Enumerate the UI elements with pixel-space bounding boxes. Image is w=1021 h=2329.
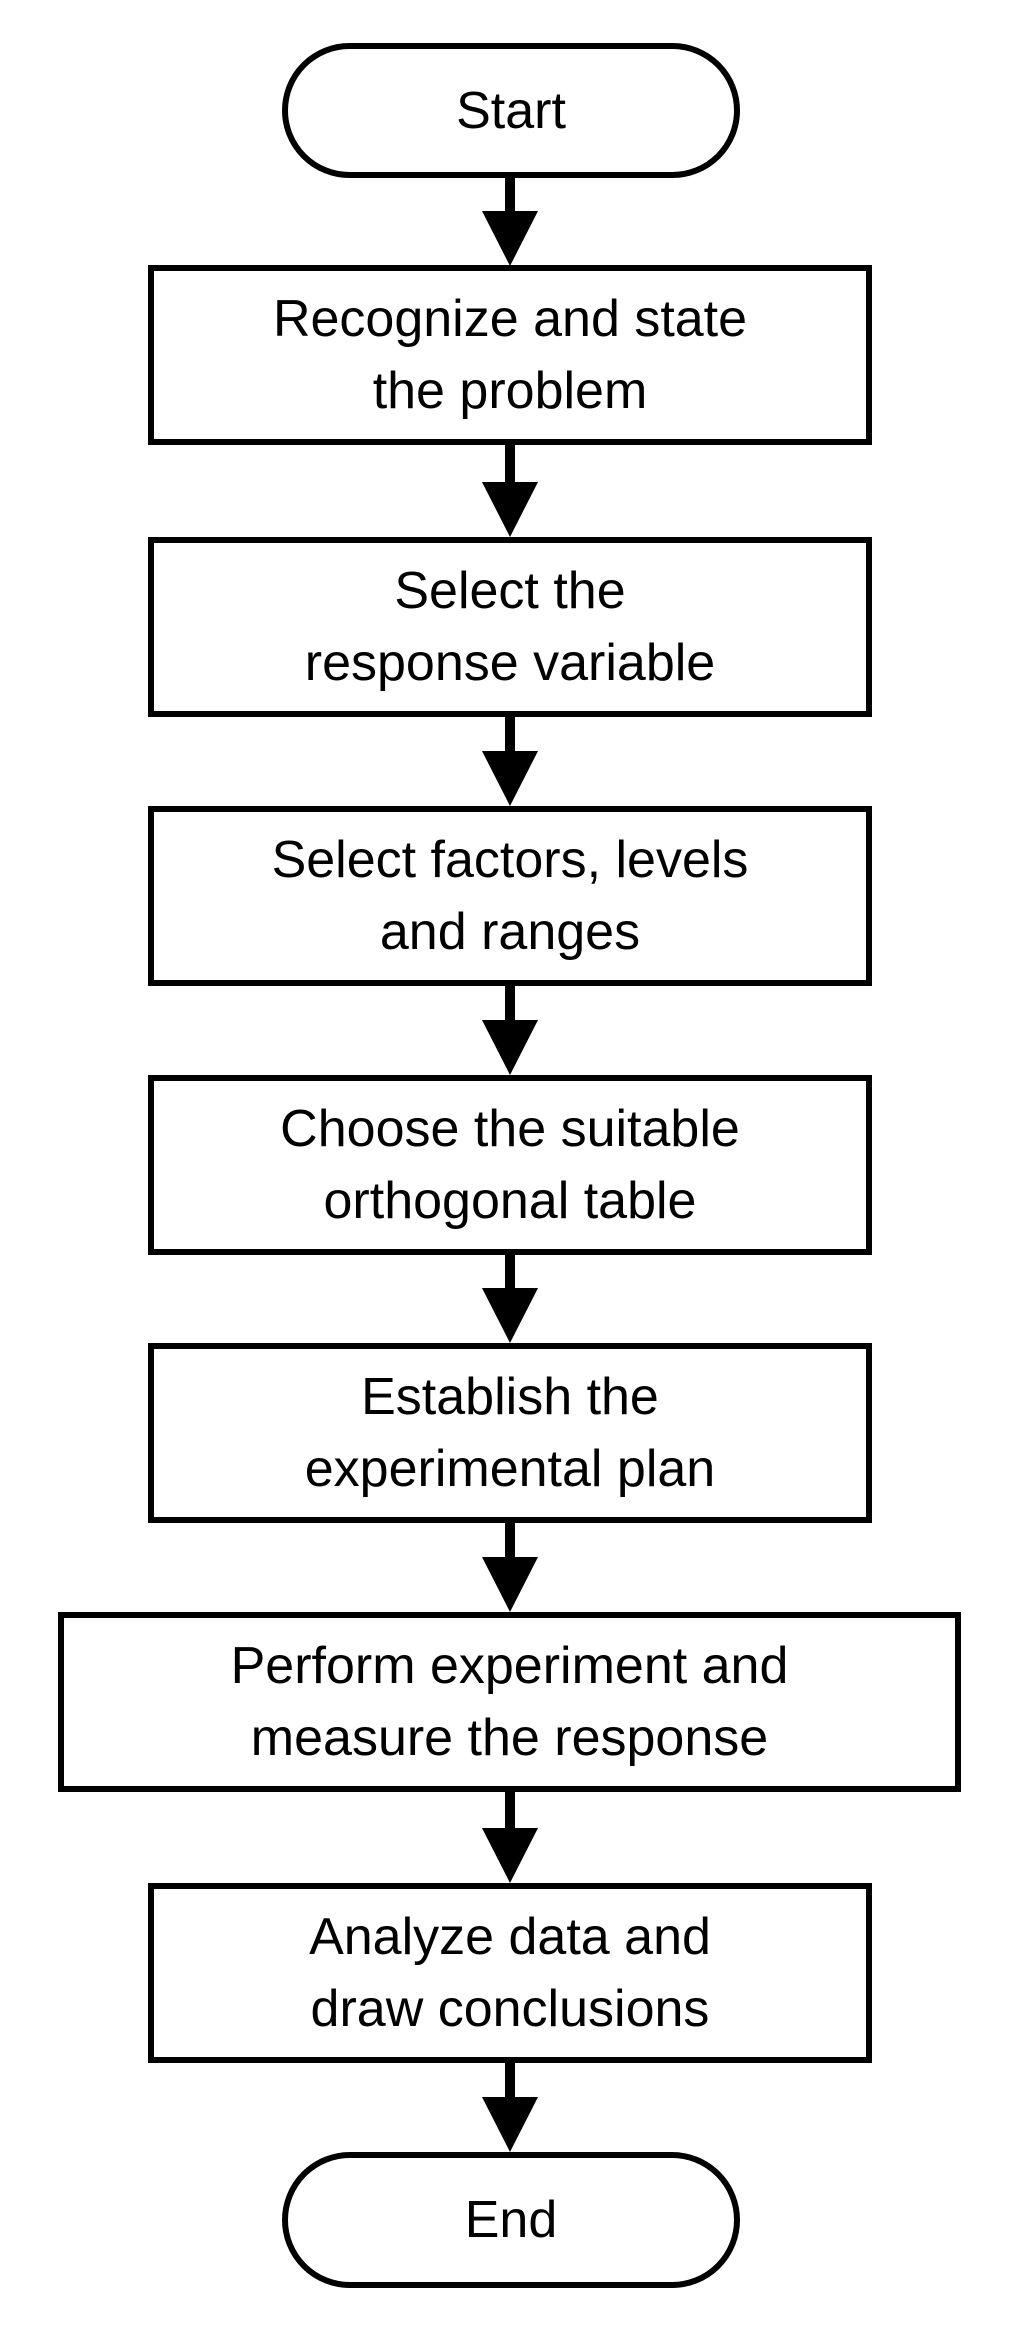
node-label-establish-plan: Establish the experimental plan	[304, 1368, 716, 1498]
node-label-select-factors: Select factors, levels and ranges	[271, 831, 749, 961]
arrow-down-icon	[482, 2097, 538, 2152]
flow-arrow-3	[482, 715, 538, 806]
flow-arrow-2	[482, 443, 538, 537]
arrow-shaft	[505, 1521, 515, 1564]
node-label-end: End	[464, 2191, 558, 2249]
arrow-down-icon	[482, 751, 538, 806]
node-label-start: Start	[456, 81, 566, 140]
arrow-shaft	[505, 715, 515, 758]
flowchart-node-start: Start	[282, 43, 740, 178]
flowchart-step-establish-plan: Establish the experimental plan	[148, 1343, 872, 1523]
node-label-perform-experiment: Perform experiment and measure the respo…	[230, 1637, 789, 1767]
flow-arrow-1	[482, 176, 538, 266]
flow-arrow-7	[482, 1790, 538, 1883]
arrow-down-icon	[482, 482, 538, 537]
node-label-select-response: Select the response variable	[304, 562, 716, 692]
arrow-shaft	[505, 443, 515, 489]
flowchart-step-select-factors: Select factors, levels and ranges	[148, 806, 872, 986]
flowchart-step-choose-table: Choose the suitable orthogonal table	[148, 1075, 872, 1255]
arrow-shaft	[505, 1253, 515, 1295]
arrow-shaft	[505, 176, 515, 218]
arrow-shaft	[505, 984, 515, 1027]
arrow-down-icon	[482, 1288, 538, 1343]
flow-arrow-6	[482, 1521, 538, 1612]
flow-arrow-8	[482, 2061, 538, 2152]
arrow-shaft	[505, 1790, 515, 1835]
node-label-choose-table: Choose the suitable orthogonal table	[280, 1100, 740, 1230]
arrow-down-icon	[482, 1828, 538, 1883]
arrow-down-icon	[482, 211, 538, 266]
arrow-down-icon	[482, 1020, 538, 1075]
arrow-down-icon	[482, 1557, 538, 1612]
flowchart-step-perform-experiment: Perform experiment and measure the respo…	[58, 1612, 961, 1792]
flowchart-node-end: End	[282, 2152, 740, 2288]
flowchart-step-select-response: Select the response variable	[148, 537, 872, 717]
flowchart-step-recognize-problem: Recognize and state the problem	[148, 265, 872, 445]
flow-arrow-5	[482, 1253, 538, 1343]
node-label-analyze-data: Analyze data and draw conclusions	[309, 1908, 711, 2038]
flow-arrow-4	[482, 984, 538, 1075]
arrow-shaft	[505, 2061, 515, 2104]
flowchart-step-analyze-data: Analyze data and draw conclusions	[148, 1883, 872, 2063]
node-label-recognize-problem: Recognize and state the problem	[272, 290, 748, 420]
